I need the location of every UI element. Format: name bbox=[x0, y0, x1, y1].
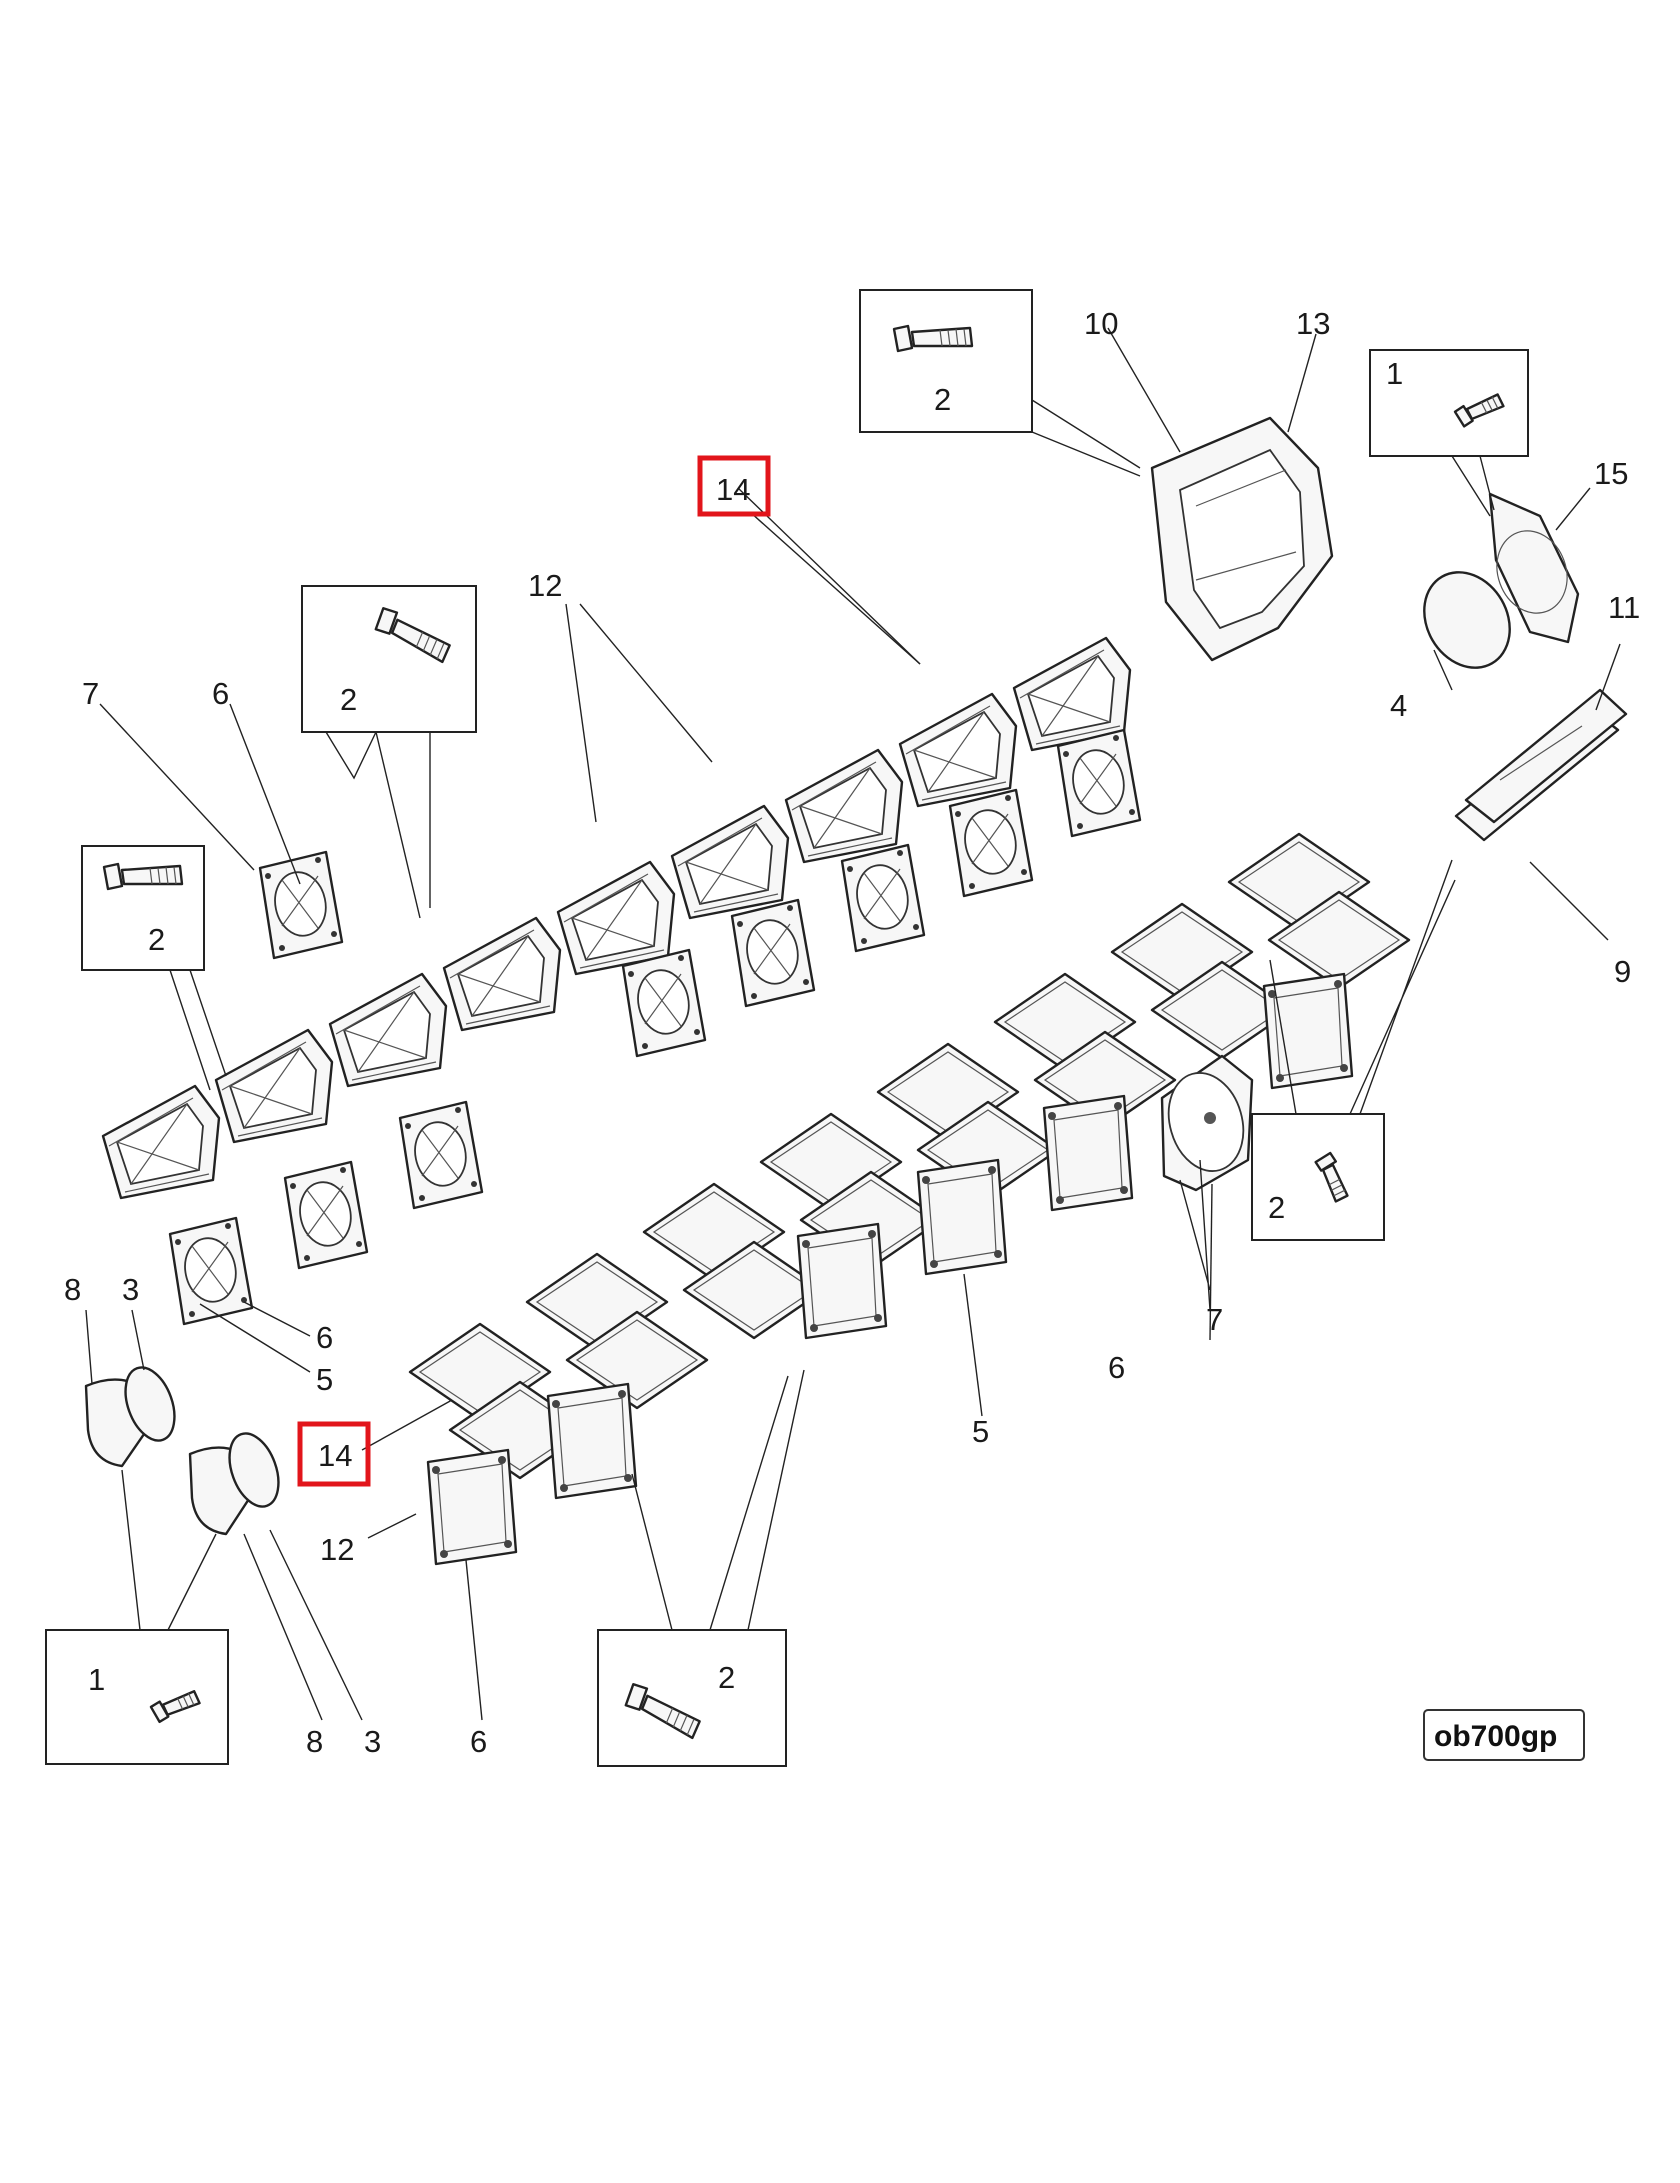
callout-8-top: 8 bbox=[64, 1272, 81, 1307]
callout-14-bottom: 14 bbox=[318, 1438, 352, 1473]
callout-12-bottom: 12 bbox=[320, 1532, 354, 1567]
callout-2-left: 2 bbox=[148, 922, 165, 957]
callout-1-bottom: 1 bbox=[88, 1662, 105, 1697]
callout-2-upper-left: 2 bbox=[340, 682, 357, 717]
end-cap-pair bbox=[84, 1366, 280, 1536]
bolt-box-right-lower bbox=[1251, 859, 1456, 1241]
figure-code: ob700gp bbox=[1423, 1709, 1585, 1761]
callout-5-mid: 5 bbox=[972, 1414, 989, 1449]
callout-3-top: 3 bbox=[122, 1272, 139, 1307]
callout-3-bottom: 3 bbox=[364, 1724, 381, 1759]
highlighted-callouts: 14 bbox=[297, 455, 771, 1487]
bolt-box-left bbox=[81, 845, 227, 1091]
callout-4: 4 bbox=[1390, 688, 1407, 723]
highlight-box-bottom bbox=[297, 1421, 371, 1487]
top-cover bbox=[1150, 416, 1334, 662]
callout-1-top: 1 bbox=[1386, 356, 1403, 391]
callout-2-top: 2 bbox=[934, 382, 951, 417]
callout-7-top: 7 bbox=[82, 676, 99, 711]
side-cover bbox=[1423, 492, 1580, 669]
bolt-box-top bbox=[859, 289, 1141, 477]
bolt-box-right-top bbox=[1369, 349, 1529, 517]
callout-15: 15 bbox=[1594, 456, 1628, 491]
bolt-box-bottom-left bbox=[45, 1469, 229, 1765]
leader-lines bbox=[85, 327, 1621, 1721]
bolt-box-bottom-mid bbox=[597, 1369, 805, 1767]
callout-7-right: 7 bbox=[1206, 1302, 1223, 1337]
callout-13: 13 bbox=[1296, 306, 1330, 341]
callout-6-left: 6 bbox=[316, 1320, 333, 1355]
callout-2-right: 2 bbox=[1268, 1190, 1285, 1225]
callout-2-bottom: 2 bbox=[718, 1660, 735, 1695]
callout-14-top: 14 bbox=[716, 472, 750, 507]
callout-8-bottom: 8 bbox=[306, 1724, 323, 1759]
callout-6-top: 6 bbox=[212, 676, 229, 711]
callout-6-right: 6 bbox=[1108, 1350, 1125, 1385]
end-plate bbox=[1454, 688, 1628, 842]
highlight-box-top bbox=[697, 455, 771, 517]
bolt-box-upper-left bbox=[301, 585, 477, 919]
callout-11: 11 bbox=[1608, 590, 1640, 625]
callout-9: 9 bbox=[1614, 954, 1631, 989]
callout-12-top: 12 bbox=[528, 568, 562, 603]
round-cover bbox=[1160, 1054, 1254, 1192]
callout-10: 10 bbox=[1084, 306, 1118, 341]
callout-5-left: 5 bbox=[316, 1362, 333, 1397]
callout-6-bottom: 6 bbox=[470, 1724, 487, 1759]
figure-code-text: ob700gp bbox=[1434, 1720, 1557, 1753]
callout-labels: 2 10 13 1 15 14 12 7 6 2 11 4 2 9 6 5 8 … bbox=[64, 306, 1640, 1759]
